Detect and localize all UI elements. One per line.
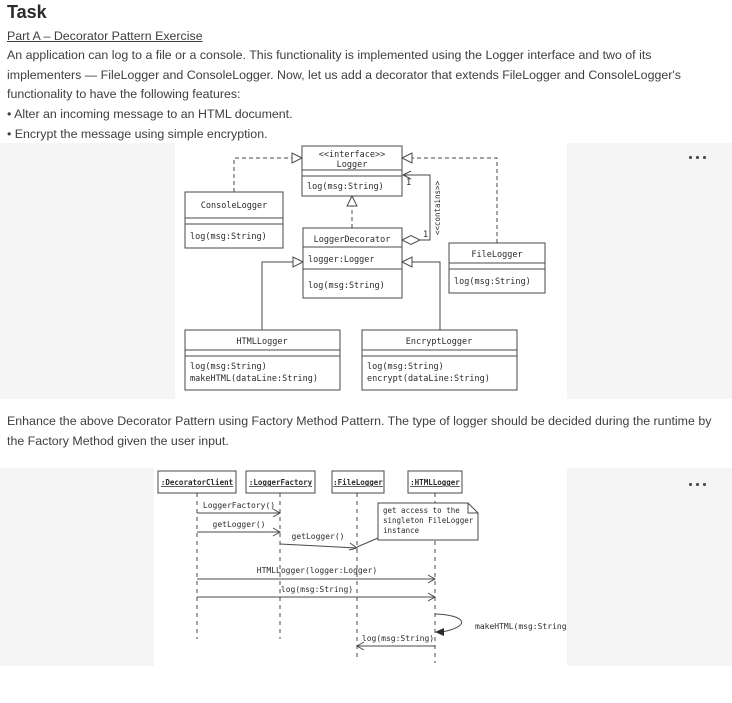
page-title: Task: [7, 2, 47, 22]
bullet-item: • Encrypt the message using simple encry…: [7, 126, 268, 141]
class-operation: makeHTML(dataLine:String): [190, 374, 318, 384]
message-loggerfactory-call: LoggerFactory(): [197, 501, 282, 518]
message-label: HTMLLogger(logger:Logger): [257, 566, 377, 575]
class-operation: log(msg:String): [190, 362, 267, 372]
lifeline-head-loggerfactory: :LoggerFactory: [245, 470, 316, 494]
message-log-call: log(msg:String): [197, 585, 437, 602]
console-realization-edge: [233, 152, 304, 192]
message-getlogger-call: getLogger(): [197, 520, 282, 537]
lifeline-head-decoratorclient: :DecoratorClient: [157, 470, 237, 494]
filelogger-class-box: FileLogger log(msg:String): [448, 242, 546, 294]
class-name: LoggerDecorator: [314, 235, 391, 245]
figure-gutter-left: [0, 143, 175, 399]
class-name: Logger: [337, 160, 368, 170]
note-line: get access to the: [383, 506, 460, 515]
note-line: instance: [383, 526, 420, 535]
more-options-icon[interactable]: [689, 156, 706, 159]
more-options-icon[interactable]: [689, 483, 706, 486]
body-line: An application can log to a file or a co…: [7, 48, 652, 62]
sequence-diagram-figure: :DecoratorClient :LoggerFactory :FileLog…: [0, 468, 732, 666]
class-stereotype: <<interface>>: [319, 150, 386, 160]
class-operation: log(msg:String): [367, 362, 444, 372]
class-name: FileLogger: [471, 250, 522, 260]
lifeline-dashes: [196, 493, 436, 663]
message-log-return-call: log(msg:String): [355, 634, 435, 651]
htmllogger-class-box: HTMLLogger log(msg:String) makeHTML(data…: [184, 329, 341, 391]
decorator-realization-edge: [346, 194, 358, 228]
bullet-item: • Alter an incoming message to an HTML d…: [7, 107, 293, 122]
message-htmllogger-constructor-call: HTMLLogger(logger:Logger): [197, 566, 437, 584]
class-name: ConsoleLogger: [201, 201, 268, 211]
encryptlogger-generalization-edge: [400, 256, 441, 330]
class-diagram-canvas: 1 1 <<contains>> <<interface>> Logger lo…: [175, 143, 567, 399]
lifeline-name: :HTMLLogger: [410, 478, 460, 487]
sequence-diagram-canvas: :DecoratorClient :LoggerFactory :FileLog…: [154, 468, 567, 666]
figure-gutter-right: [567, 468, 732, 666]
class-operation: encrypt(dataLine:String): [367, 374, 490, 384]
part-b-description: Enhance the above Decorator Pattern usin…: [7, 412, 727, 451]
class-operation: log(msg:String): [190, 232, 267, 242]
message-label: makeHTML(msg:String): [475, 622, 567, 631]
logger-interface-class-box: <<interface>> Logger log(msg:String): [301, 145, 403, 197]
multiplicity-label: 1: [406, 178, 411, 188]
class-name: EncryptLogger: [406, 337, 473, 347]
class-operation: log(msg:String): [308, 281, 385, 291]
figure-gutter-right: [567, 143, 732, 399]
lifeline-name: :DecoratorClient: [161, 478, 233, 487]
class-attribute: logger:Logger: [308, 255, 375, 265]
filelogger-realization-edge: [400, 152, 498, 243]
uml-note: get access to the singleton FileLogger i…: [356, 502, 479, 548]
multiplicity-label: 1: [423, 230, 428, 240]
contains-stereotype-label: <<contains>>: [433, 180, 442, 235]
consolelogger-class-box: ConsoleLogger log(msg:String): [184, 191, 284, 249]
body-line: functionality to have the following feat…: [7, 87, 241, 102]
message-label: LoggerFactory(): [203, 501, 275, 510]
lifeline-name: :FileLogger: [333, 478, 383, 487]
lifeline-head-htmllogger: :HTMLLogger: [407, 470, 463, 494]
encryptlogger-class-box: EncryptLogger log(msg:String) encrypt(da…: [361, 329, 518, 391]
message-label: log(msg:String): [281, 585, 353, 594]
message-getlogger-filelogger-call: getLogger(): [279, 532, 359, 551]
message-label: log(msg:String): [362, 634, 434, 643]
body-line: the Factory Method given the user input.: [7, 433, 229, 448]
class-operation: log(msg:String): [307, 182, 384, 192]
message-label: getLogger(): [213, 520, 266, 529]
lifeline-head-filelogger: :FileLogger: [331, 470, 385, 494]
part-a-heading: Part A – Decorator Pattern Exercise: [7, 29, 203, 43]
loggerdecorator-class-box: LoggerDecorator logger:Logger log(msg:St…: [302, 227, 403, 299]
message-makehtml-self-call: makeHTML(msg:String): [434, 613, 567, 636]
class-diagram-figure: 1 1 <<contains>> <<interface>> Logger lo…: [0, 143, 732, 399]
contains-association-edge: 1 1 <<contains>>: [400, 170, 442, 246]
class-operation: log(msg:String): [454, 277, 531, 287]
note-line: singleton FileLogger: [383, 516, 474, 525]
class-name: HTMLLogger: [236, 337, 287, 347]
htmllogger-generalization-edge: [261, 256, 305, 330]
figure-gutter-left: [0, 468, 154, 666]
lifeline-name: :LoggerFactory: [249, 478, 313, 487]
message-label: getLogger(): [292, 532, 345, 541]
task-description: An application can log to a file or a co…: [7, 46, 727, 145]
body-line: Enhance the above Decorator Pattern usin…: [7, 414, 712, 428]
body-line: implementers — FileLogger and ConsoleLog…: [7, 67, 681, 82]
